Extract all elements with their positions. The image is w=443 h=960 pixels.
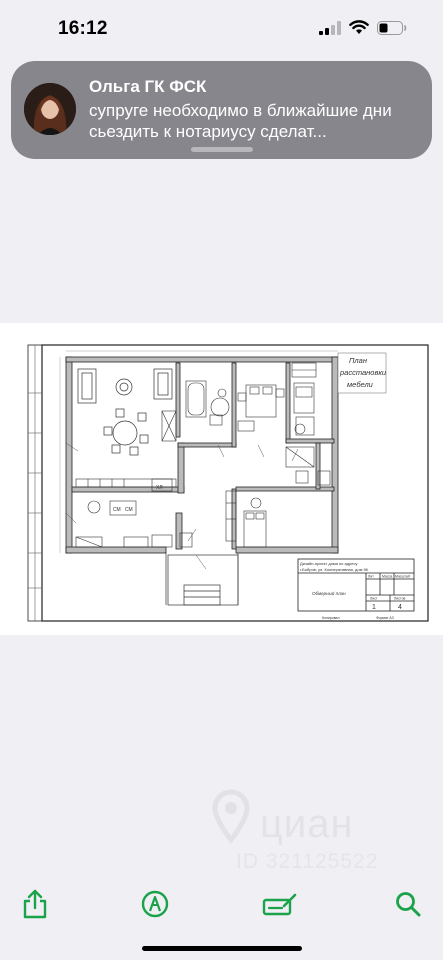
share-icon (22, 889, 48, 924)
home-indicator[interactable] (142, 946, 302, 951)
notification-banner[interactable]: Ольга ГК ФСК супруге необходимо в ближай… (11, 61, 432, 159)
bottom-toolbar (0, 880, 443, 930)
battery-icon (377, 20, 407, 40)
stamp-footer-left: Копировал (322, 616, 340, 620)
notification-message: супруге необходимо в ближайшие дни сьезд… (89, 101, 392, 141)
cian-logo-icon (205, 788, 257, 849)
stamp-col-scale: Масштаб (395, 575, 410, 579)
plan-title-line3: мебели (347, 380, 374, 389)
notification-grabber[interactable] (191, 147, 253, 152)
stamp-sheet-value: 1 (372, 604, 376, 611)
markup-button[interactable] (137, 888, 173, 924)
signature-button[interactable] (262, 888, 298, 924)
stamp-col-sheet: Масса (382, 575, 392, 579)
stamp-sheets-value: 4 (398, 604, 402, 611)
stamp-footer-right: Формат А3 (376, 616, 394, 620)
stamp-sheets-label: Листов (394, 597, 406, 601)
status-bar: 16:12 (0, 0, 443, 56)
dryer-label: СМ (125, 507, 133, 513)
search-icon (395, 891, 421, 922)
signature-icon (262, 892, 298, 921)
document-page[interactable]: ХЛ (0, 323, 443, 635)
fridge-label: ХЛ (156, 485, 163, 491)
avatar (24, 83, 76, 135)
search-button[interactable] (390, 888, 426, 924)
watermark-listing-id: ID 321125522 (236, 850, 379, 873)
washer-label: СМ (113, 507, 121, 513)
status-time: 16:12 (58, 18, 108, 39)
cian-watermark: циан ID 321125522 (200, 780, 420, 880)
wifi-icon (349, 20, 369, 40)
stamp-description-line1: Дизайн-проект дома по адресу (300, 561, 358, 566)
share-button[interactable] (17, 888, 53, 924)
notification-sender: Ольга ГК ФСК (89, 77, 207, 96)
plan-title-line2: расстановки (339, 368, 387, 377)
floor-plan-drawing: ХЛ (27, 344, 429, 622)
markup-pen-icon (141, 890, 169, 923)
status-icons (319, 20, 407, 40)
stamp-description-line2: г.Бобров, ул. Кооперативная, дом 96 (300, 567, 369, 572)
stamp-sheet-label: Лист (370, 597, 378, 601)
cellular-signal-icon (319, 20, 341, 40)
plan-title-line1: План (349, 356, 367, 365)
watermark-brand: циан (260, 802, 354, 846)
stamp-col-stage: Лит (368, 575, 374, 579)
stamp-drawing-name: Обмерный план (312, 590, 346, 596)
